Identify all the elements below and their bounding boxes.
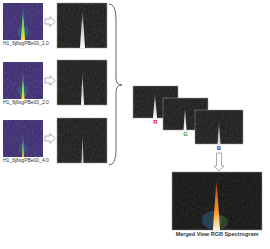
merged-spectrogram [172, 172, 262, 230]
image-label: H1_6j6sgPBe00_1.0 [3, 41, 55, 47]
colour-spectrogram [3, 3, 43, 40]
image-label: H1_6j6sgPBe00_4.0 [3, 158, 55, 164]
image-label: R [133, 119, 178, 126]
image-label: H1_6j6sgPBe00_2.0 [3, 100, 55, 106]
gray-spectrogram [57, 3, 107, 48]
hollow-arrow [45, 17, 55, 144]
gray-spectrogram [57, 60, 107, 105]
arrow-shape [214, 153, 224, 171]
spectrogram-node: G [163, 98, 208, 138]
hollow-arrow [214, 153, 224, 171]
colour-spectrogram [3, 120, 43, 157]
spectrogram-node: H1_6j6sgPBe00_1.0 [3, 3, 55, 47]
spectrogram-node: Merged View RGB Spectrogram [172, 172, 262, 238]
image-label: B [195, 145, 243, 152]
gray-spectrogram [57, 118, 107, 163]
channel-image [195, 110, 243, 144]
spectrogram-node: H1_6j6sgPBe00_2.0 [3, 62, 55, 106]
image-label: Merged View RGB Spectrogram [172, 231, 262, 237]
brace [109, 4, 122, 165]
colour-spectrogram [3, 62, 43, 99]
spectrogram-node: R [133, 86, 178, 126]
spectrogram-node: H1_6j6sgPBe00_4.0 [3, 120, 55, 164]
spectrogram-node: B [195, 110, 243, 152]
image-label: G [163, 131, 208, 138]
